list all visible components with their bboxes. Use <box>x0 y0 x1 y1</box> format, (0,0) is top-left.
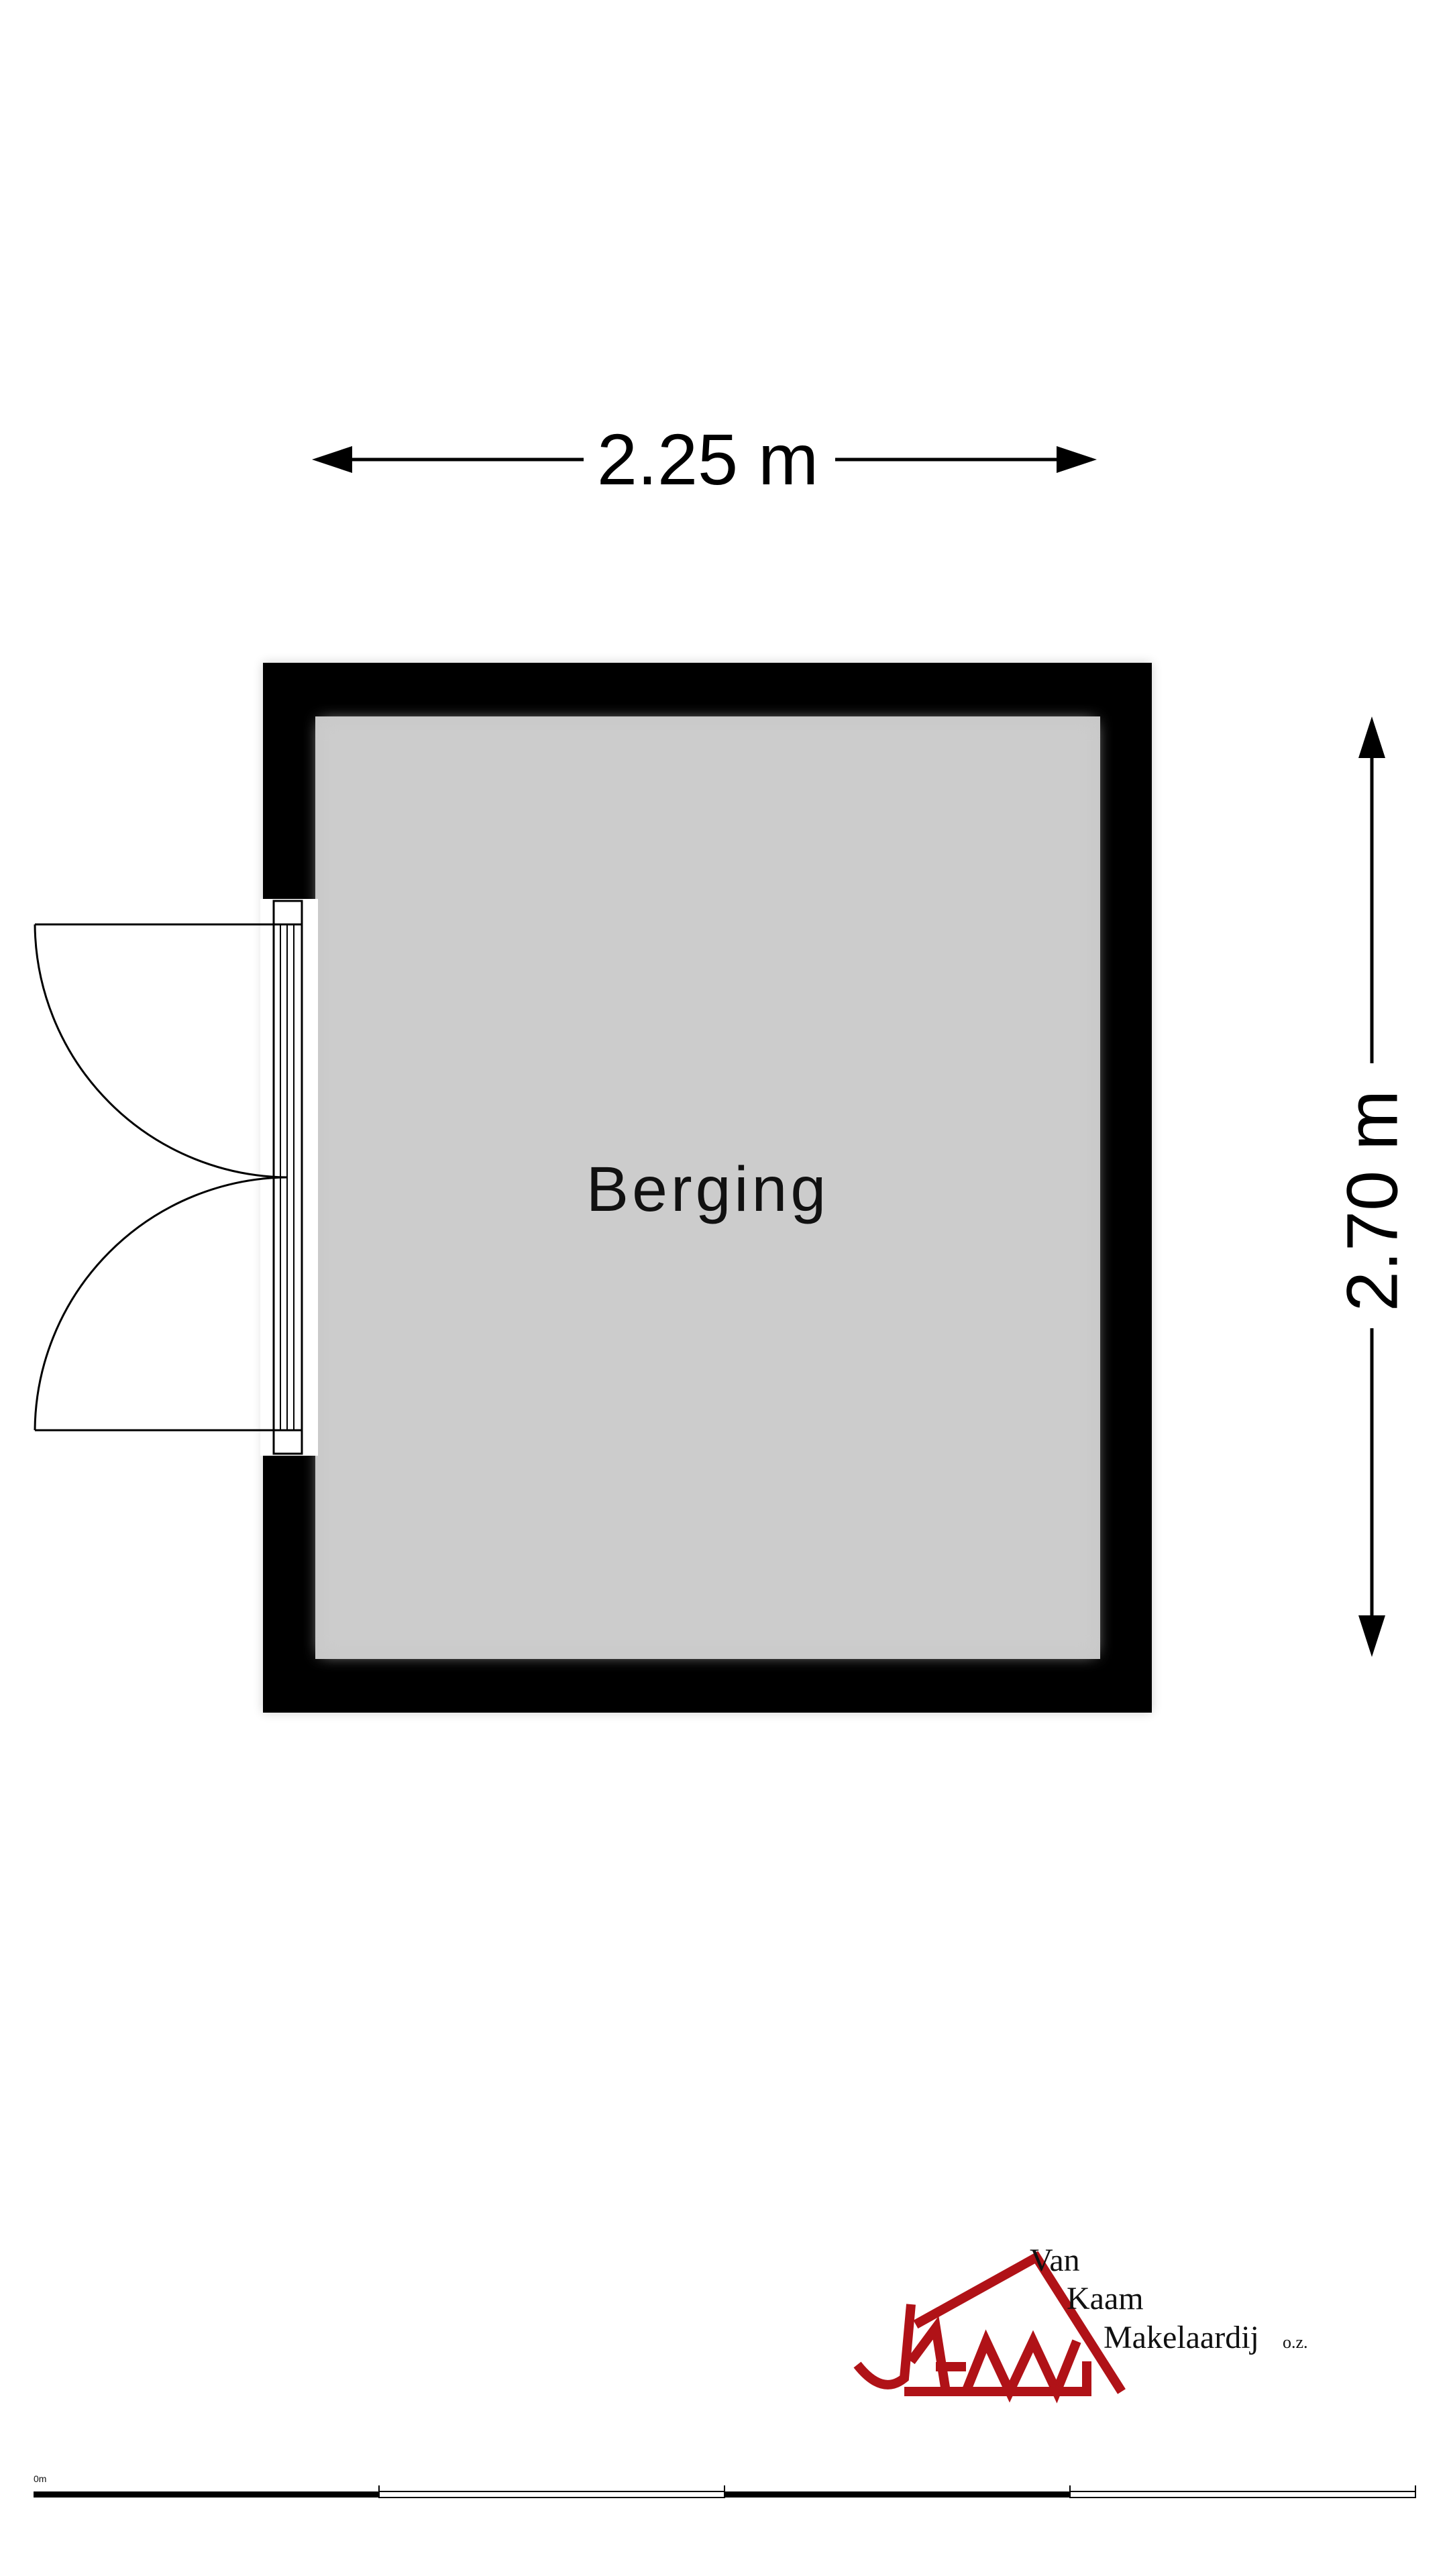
logo-text-van: Van <box>1030 2243 1080 2278</box>
logo-text-makelaardij: Makelaardij <box>1104 2320 1259 2355</box>
height-label: 2.70 m <box>1332 1090 1413 1311</box>
width-dimension: 2.25 m <box>312 419 1097 500</box>
width-label: 2.25 m <box>597 419 818 500</box>
door-jamb-bottom <box>272 1429 303 1455</box>
room-label: Berging <box>586 1154 829 1225</box>
room-berging: Berging <box>263 663 1152 1713</box>
door-swing-lower <box>34 1176 288 1431</box>
arrow-up-icon <box>1358 716 1385 758</box>
height-dimension: 2.70 m <box>1332 716 1413 1657</box>
arrow-right-icon <box>1057 446 1097 473</box>
scale-bar: 0m <box>34 2473 1416 2498</box>
logo-text-oz: o.z. <box>1283 2332 1308 2352</box>
van-kaam-logo: Van Kaam Makelaardij o.z. <box>853 2243 1308 2404</box>
logo-text-kaam: Kaam <box>1067 2281 1144 2316</box>
arrow-left-icon <box>312 446 352 473</box>
arrow-down-icon <box>1358 1615 1385 1657</box>
door-swing-upper <box>34 924 288 1179</box>
door-jamb-top <box>272 900 303 926</box>
scale-start-label: 0m <box>34 2473 46 2484</box>
double-door <box>34 899 318 1456</box>
